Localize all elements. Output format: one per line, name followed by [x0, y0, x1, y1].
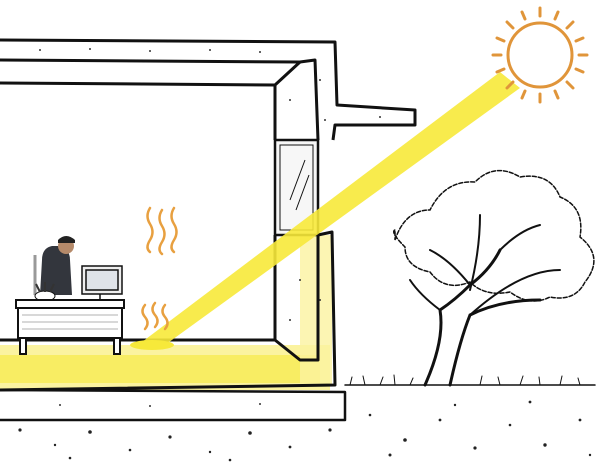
ground-soil — [18, 400, 592, 462]
floor-light-patch — [130, 340, 174, 350]
heat-waves-icon — [141, 206, 178, 331]
tree-icon — [344, 169, 596, 387]
person-icon — [33, 236, 75, 295]
concrete-texture — [39, 48, 381, 407]
desk-icon — [15, 299, 125, 355]
plant-icon — [34, 282, 56, 302]
building-section — [0, 38, 417, 422]
computer-monitor-icon — [81, 265, 123, 303]
window-icon — [273, 138, 320, 237]
sun-icon — [491, 6, 589, 104]
sunbeam — [138, 72, 520, 345]
floor-slab-glow — [0, 235, 332, 390]
